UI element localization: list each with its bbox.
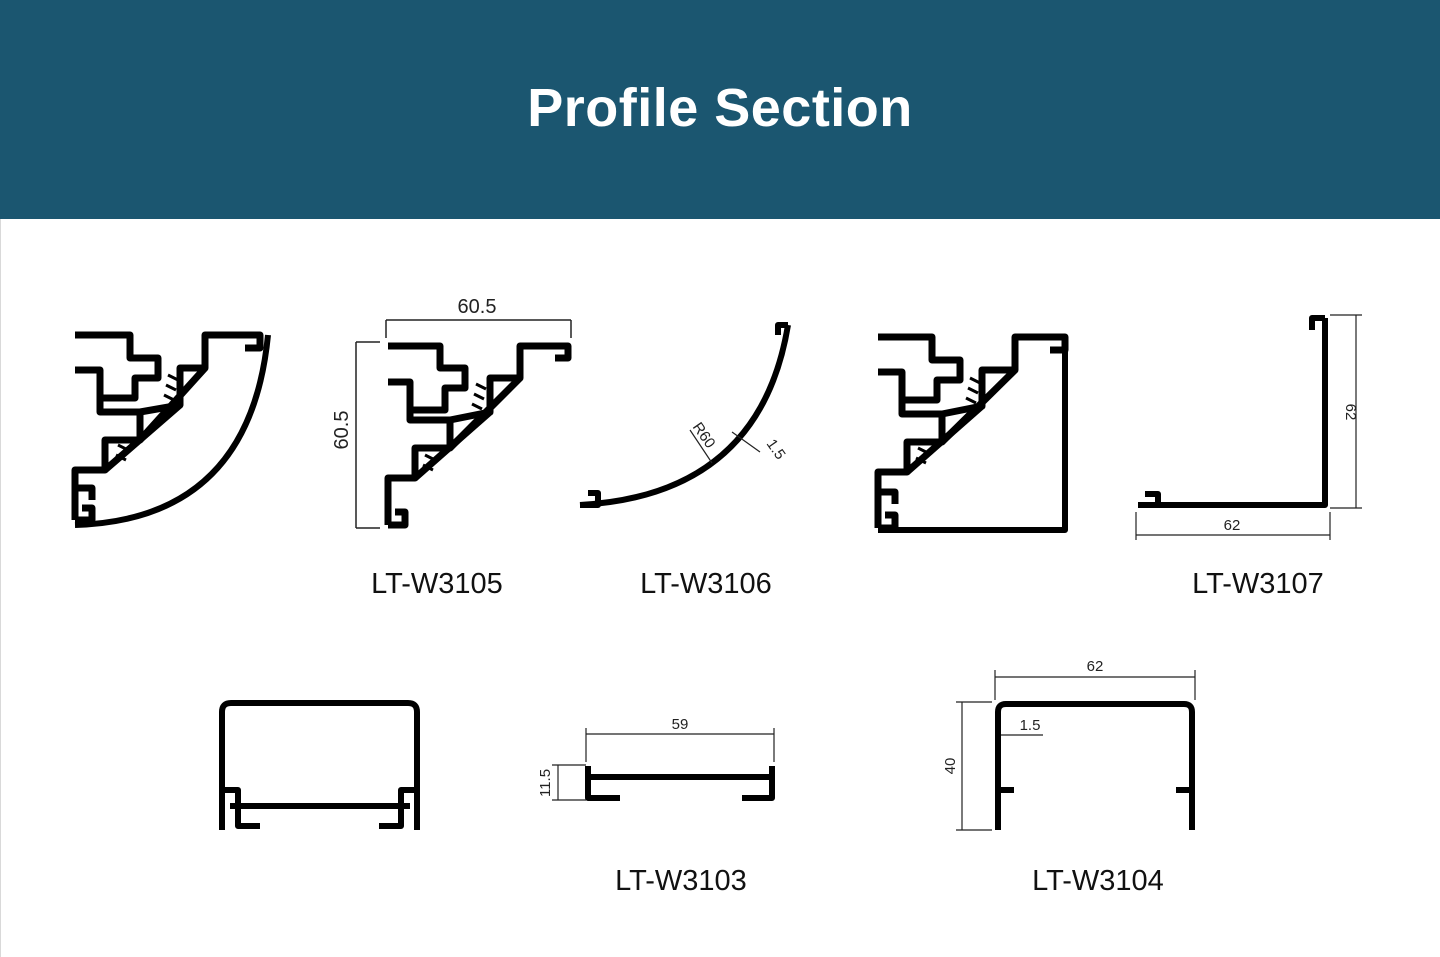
label-lt-w3106: LT-W3106 xyxy=(640,568,772,600)
lt-w3106-thickness-dim: 1.5 xyxy=(763,436,789,463)
page-header: Profile Section xyxy=(0,0,1440,219)
label-lt-w3104: LT-W3104 xyxy=(1032,865,1164,897)
lt-w3104-thickness-dim: 1.5 xyxy=(1020,717,1041,734)
profile-lt-w3104-drawing xyxy=(995,701,1195,830)
lt-w3107-height-dim: 62 xyxy=(1342,404,1359,421)
lt-w3103-height-dim: 11.5 xyxy=(537,769,554,797)
label-lt-w3107: LT-W3107 xyxy=(1192,568,1324,600)
lt-w3105-dimensions xyxy=(355,319,572,529)
lt-w3106-dimensions xyxy=(689,429,761,464)
lt-w3107-width-dim: 62 xyxy=(1224,517,1241,534)
lt-w3104-height-dim: 40 xyxy=(942,758,959,775)
profile-corner-square-drawing xyxy=(874,333,1069,533)
page-title: Profile Section xyxy=(527,77,913,138)
lt-w3104-width-dim: 62 xyxy=(1087,658,1104,675)
profile-lt-w3106-drawing xyxy=(579,322,791,508)
profile-lt-w3107-drawing xyxy=(1138,315,1328,508)
label-lt-w3105: LT-W3105 xyxy=(371,568,503,600)
profile-lt-w3103-drawing xyxy=(585,766,775,801)
lt-w3104-dimensions xyxy=(956,670,1196,831)
lt-w3105-height-dim: 60.5 xyxy=(331,411,353,450)
lt-w3103-width-dim: 59 xyxy=(672,716,689,733)
lt-w3103-dimensions xyxy=(552,728,775,801)
lt-w3107-dimensions xyxy=(1135,314,1362,540)
left-border xyxy=(0,219,1,957)
lt-w3105-width-dim: 60.5 xyxy=(458,296,497,318)
profile-lt-w3105-drawing xyxy=(384,342,572,529)
profile-corner-round-drawing xyxy=(71,331,271,528)
profile-u-channel-drawing xyxy=(219,700,420,830)
label-lt-w3103: LT-W3103 xyxy=(615,865,747,897)
